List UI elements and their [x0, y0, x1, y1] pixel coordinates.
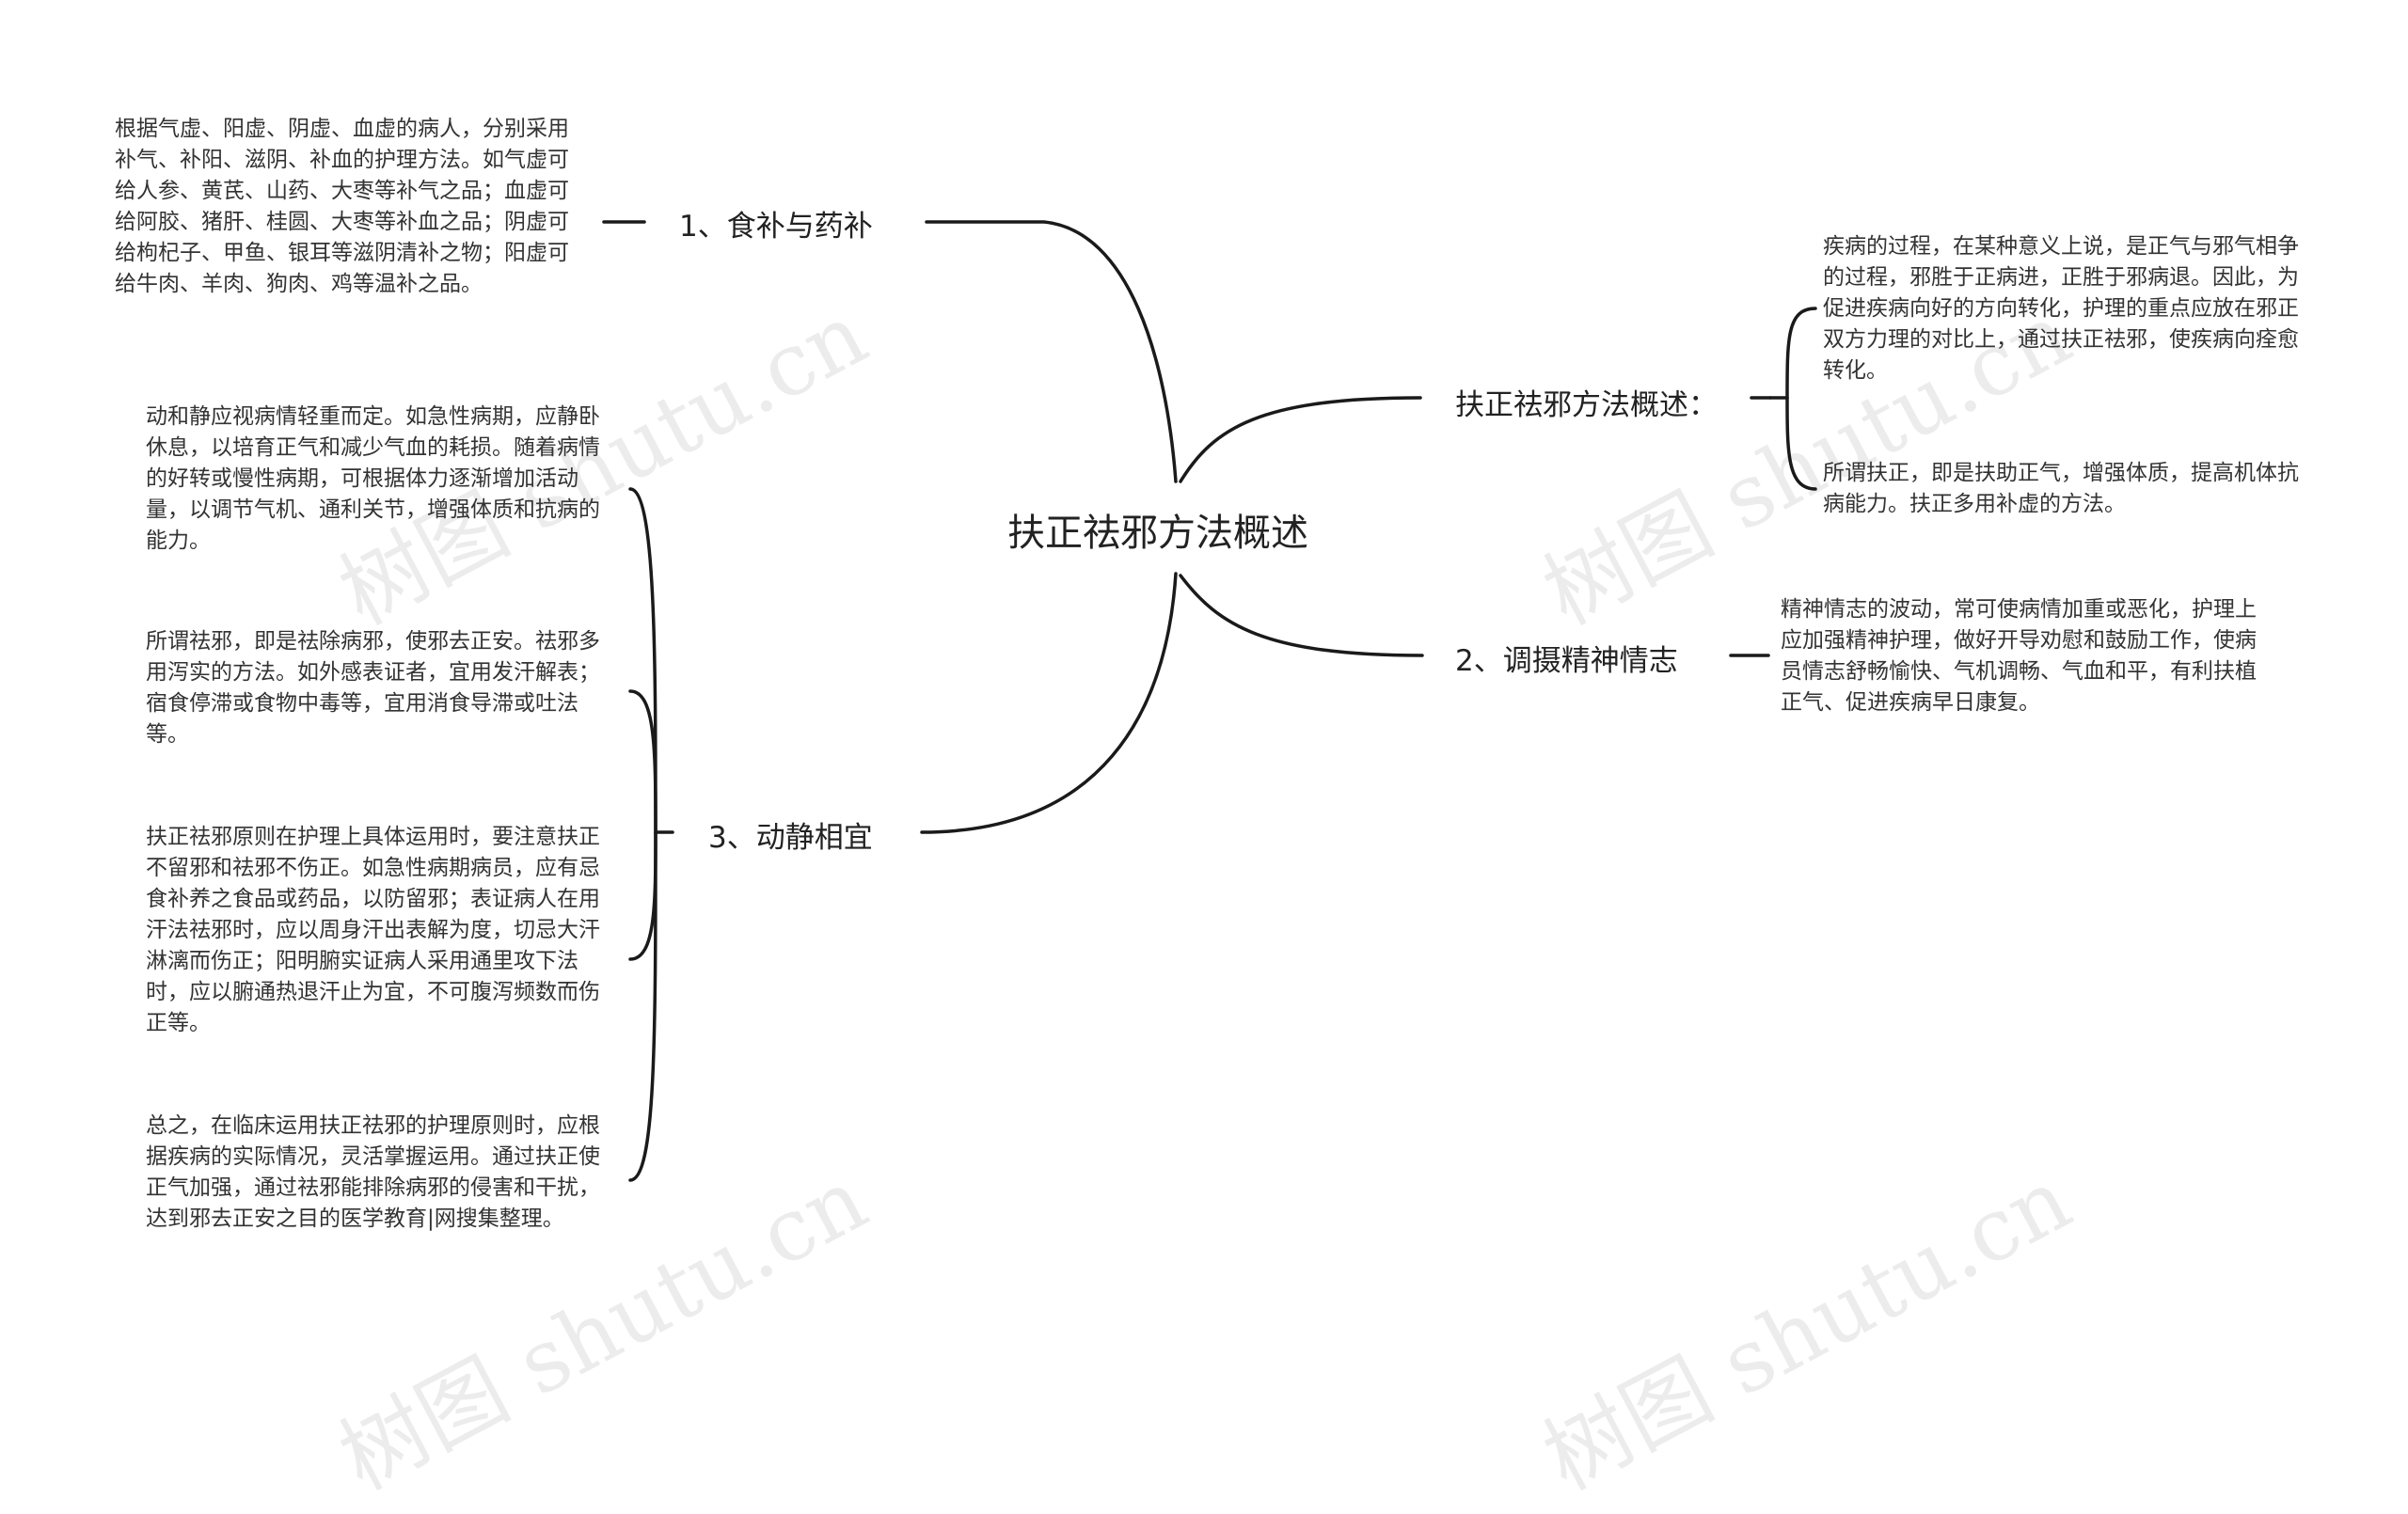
- bracket-b3-2: [628, 689, 657, 834]
- bracket-b3-4: [628, 830, 657, 1182]
- bracket-b3-1: [628, 487, 657, 834]
- root-topic[interactable]: 扶正祛邪方法概述: [1007, 512, 1308, 555]
- edge-root-b1: [925, 220, 1178, 483]
- branch-food-medicine[interactable]: 1、食补与药补: [679, 210, 873, 244]
- note-food-medicine: 根据气虚、阳虚、阴虚、血虚的病人，分别采用补气、补阳、滋阴、补血的护理方法。如气…: [115, 117, 569, 296]
- edge-root-overview: [1179, 396, 1422, 483]
- note-overview-1: 疾病的过程，在某种意义上说，是正气与邪气相争的过程，邪胜于正病进，正胜于邪病退。…: [1823, 234, 2299, 383]
- note-mental-regulation: 精神情志的波动，常可使病情加重或恶化，护理上应加强精神护理，做好开导劝慰和鼓励工…: [1781, 597, 2257, 715]
- bracket-b3-3: [628, 830, 657, 961]
- branch-mental-regulation[interactable]: 2、调摄精神情志: [1455, 644, 1678, 678]
- bracket-overview-2: [1785, 396, 1817, 491]
- note-movement-rest-1: 动和静应视病情轻重而定。如急性病期，应静卧休息，以培育正气和减少气血的耗损。随着…: [146, 404, 600, 553]
- edge-root-b3: [920, 572, 1178, 834]
- edge-root-b2: [1179, 574, 1424, 657]
- bracket-overview-1: [1785, 307, 1817, 400]
- branch-overview[interactable]: 扶正祛邪方法概述：: [1455, 388, 1718, 422]
- note-movement-rest-2: 所谓祛邪，即是祛除病邪，使邪去正安。祛邪多用泻实的方法。如外感表证者，宜用发汗解…: [146, 629, 600, 747]
- mindmap-connectors: [602, 220, 1817, 1182]
- branch-movement-rest[interactable]: 3、动静相宜: [708, 821, 873, 855]
- note-overview-2: 所谓扶正，即是扶助正气，增强体质，提高机体抗病能力。扶正多用补虚的方法。: [1823, 461, 2299, 516]
- note-movement-rest-4: 总之，在临床运用扶正祛邪的护理原则时，应根据疾病的实际情况，灵活掌握运用。通过扶…: [146, 1113, 600, 1231]
- note-movement-rest-3: 扶正祛邪原则在护理上具体运用时，要注意扶正不留邪和祛邪不伤正。如急性病期病员，应…: [146, 825, 600, 1035]
